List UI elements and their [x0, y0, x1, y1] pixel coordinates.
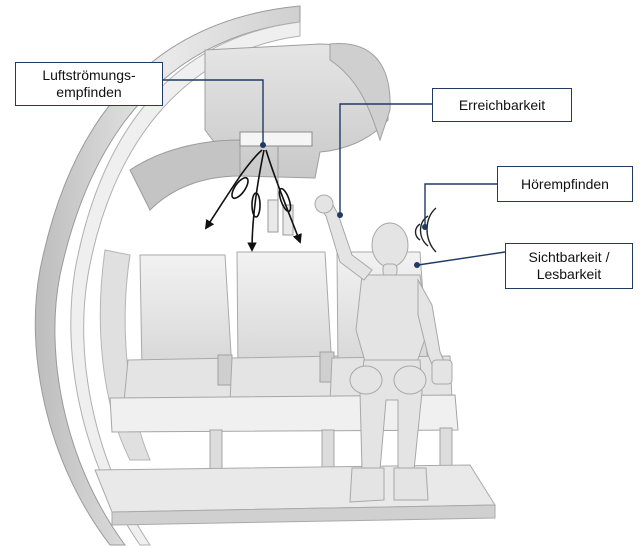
callout-dot-hearing	[422, 224, 428, 230]
label-visibility-line1: Sichtbarkeit /	[529, 249, 610, 266]
label-hearing-text: Hörempfinden	[521, 176, 609, 193]
seat-middle	[230, 252, 342, 402]
label-reach-text: Erreichbarkeit	[459, 97, 545, 114]
callout-line-hearing	[425, 184, 497, 227]
cabin-floor	[95, 465, 495, 525]
label-hearing: Hörempfinden	[497, 166, 633, 202]
callout-dot-visibility	[414, 262, 420, 268]
mannequin-head	[372, 223, 408, 267]
callout-dot-airflow	[260, 142, 266, 148]
sound-waves	[416, 208, 437, 252]
label-visibility: Sichtbarkeit / Lesbarkeit	[505, 243, 633, 289]
label-airflow-line2: empfinden	[56, 84, 121, 101]
callout-line-visibility	[418, 252, 505, 265]
mannequin-torso	[356, 275, 428, 365]
seat-left	[124, 255, 238, 402]
callout-dot-reach	[337, 212, 343, 218]
label-airflow-line1: Luftströmungs-	[42, 67, 135, 84]
label-reach: Erreichbarkeit	[432, 88, 572, 122]
mannequin	[315, 195, 452, 502]
label-visibility-line2: Lesbarkeit	[537, 266, 602, 283]
label-airflow: Luftströmungs- empfinden	[15, 62, 163, 106]
